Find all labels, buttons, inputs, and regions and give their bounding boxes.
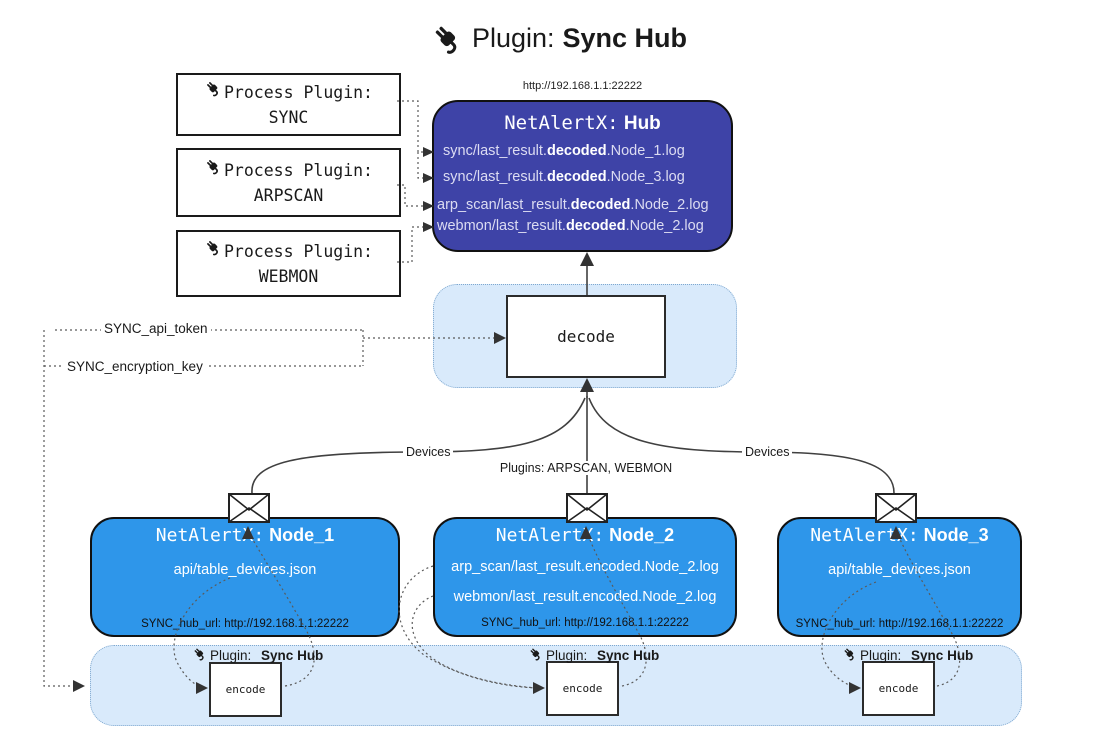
plug-icon (430, 21, 464, 55)
hub-url: http://192.168.1.1:22222 (522, 80, 643, 92)
process-plugin-box-webmon: Process Plugin: WEBMON (176, 230, 401, 297)
encode-box: encode (546, 661, 619, 716)
node-line: webmon/last_result.encoded.Node_2.log (453, 589, 717, 605)
plug-icon (204, 79, 222, 105)
node-line: api/table_devices.json (828, 562, 971, 578)
hub-log-line: sync/last_result.decoded.Node_1.log (443, 143, 685, 159)
hub-box (432, 100, 733, 252)
process-plugin-name: ARPSCAN (253, 186, 324, 205)
encode-label: encode (562, 682, 603, 695)
hub-log-line: sync/last_result.decoded.Node_3.log (443, 169, 685, 185)
plug-icon (204, 157, 222, 183)
encode-box: encode (209, 662, 282, 717)
process-plugin-header: Process Plugin: (223, 160, 373, 180)
plug-icon (528, 646, 543, 664)
process-plugin-header: Process Plugin: (223, 82, 373, 102)
process-plugin-header: Process Plugin: (223, 241, 373, 261)
node-hub-url: SYNC_hub_url: http://192.168.1.1:22222 (795, 618, 1004, 630)
title-prefix: Plugin: (471, 22, 555, 53)
encode-box: encode (862, 661, 935, 716)
hub-title: NetAlertX: Hub (504, 112, 661, 134)
title-name: Sync Hub (562, 22, 688, 53)
edge-label-plugins-mid: Plugins: ARPSCAN, WEBMON (496, 461, 676, 475)
sync-encryption-key-label: SYNC_encryption_key (64, 359, 206, 374)
node-title-3: NetAlertX: Node_3 (810, 525, 989, 546)
plug-icon (204, 238, 222, 264)
page-title: Plugin: Sync Hub (0, 16, 1117, 60)
decode-label: decode (557, 327, 615, 346)
node-line: arp_scan/last_result.encoded.Node_2.log (451, 559, 719, 575)
encode-label: encode (878, 682, 919, 695)
encode-label: encode (225, 683, 266, 696)
plug-icon (842, 646, 857, 664)
plug-icon (192, 646, 207, 664)
decode-box: decode (506, 295, 666, 378)
band-plugin-label: Plugin: Sync Hub (842, 646, 973, 664)
node-title-1: NetAlertX: Node_1 (155, 525, 335, 546)
envelope-icon (228, 493, 270, 528)
band-plugin-label: Plugin: Sync Hub (192, 646, 323, 664)
node-hub-url: SYNC_hub_url: http://192.168.1.1:22222 (141, 618, 349, 630)
process-plugin-box-sync: Process Plugin: SYNC (176, 73, 401, 136)
envelope-icon (566, 493, 608, 528)
hub-log-line: webmon/last_result.decoded.Node_2.log (437, 218, 704, 234)
band-plugin-label: Plugin: Sync Hub (528, 646, 659, 664)
sync-api-token-label: SYNC_api_token (101, 321, 211, 336)
node-title-2: NetAlertX: Node_2 (495, 525, 675, 546)
node-line: api/table_devices.json (173, 562, 317, 578)
process-plugin-box-arpscan: Process Plugin: ARPSCAN (176, 148, 401, 217)
edge-label-devices-right: Devices (742, 445, 793, 459)
process-plugin-name: SYNC (268, 108, 309, 127)
hub-log-line: arp_scan/last_result.decoded.Node_2.log (437, 197, 709, 213)
node-hub-url: SYNC_hub_url: http://192.168.1.1:22222 (481, 617, 689, 629)
process-plugin-name: WEBMON (258, 267, 319, 286)
edge-label-devices-left: Devices (403, 445, 454, 459)
envelope-icon (875, 493, 917, 528)
